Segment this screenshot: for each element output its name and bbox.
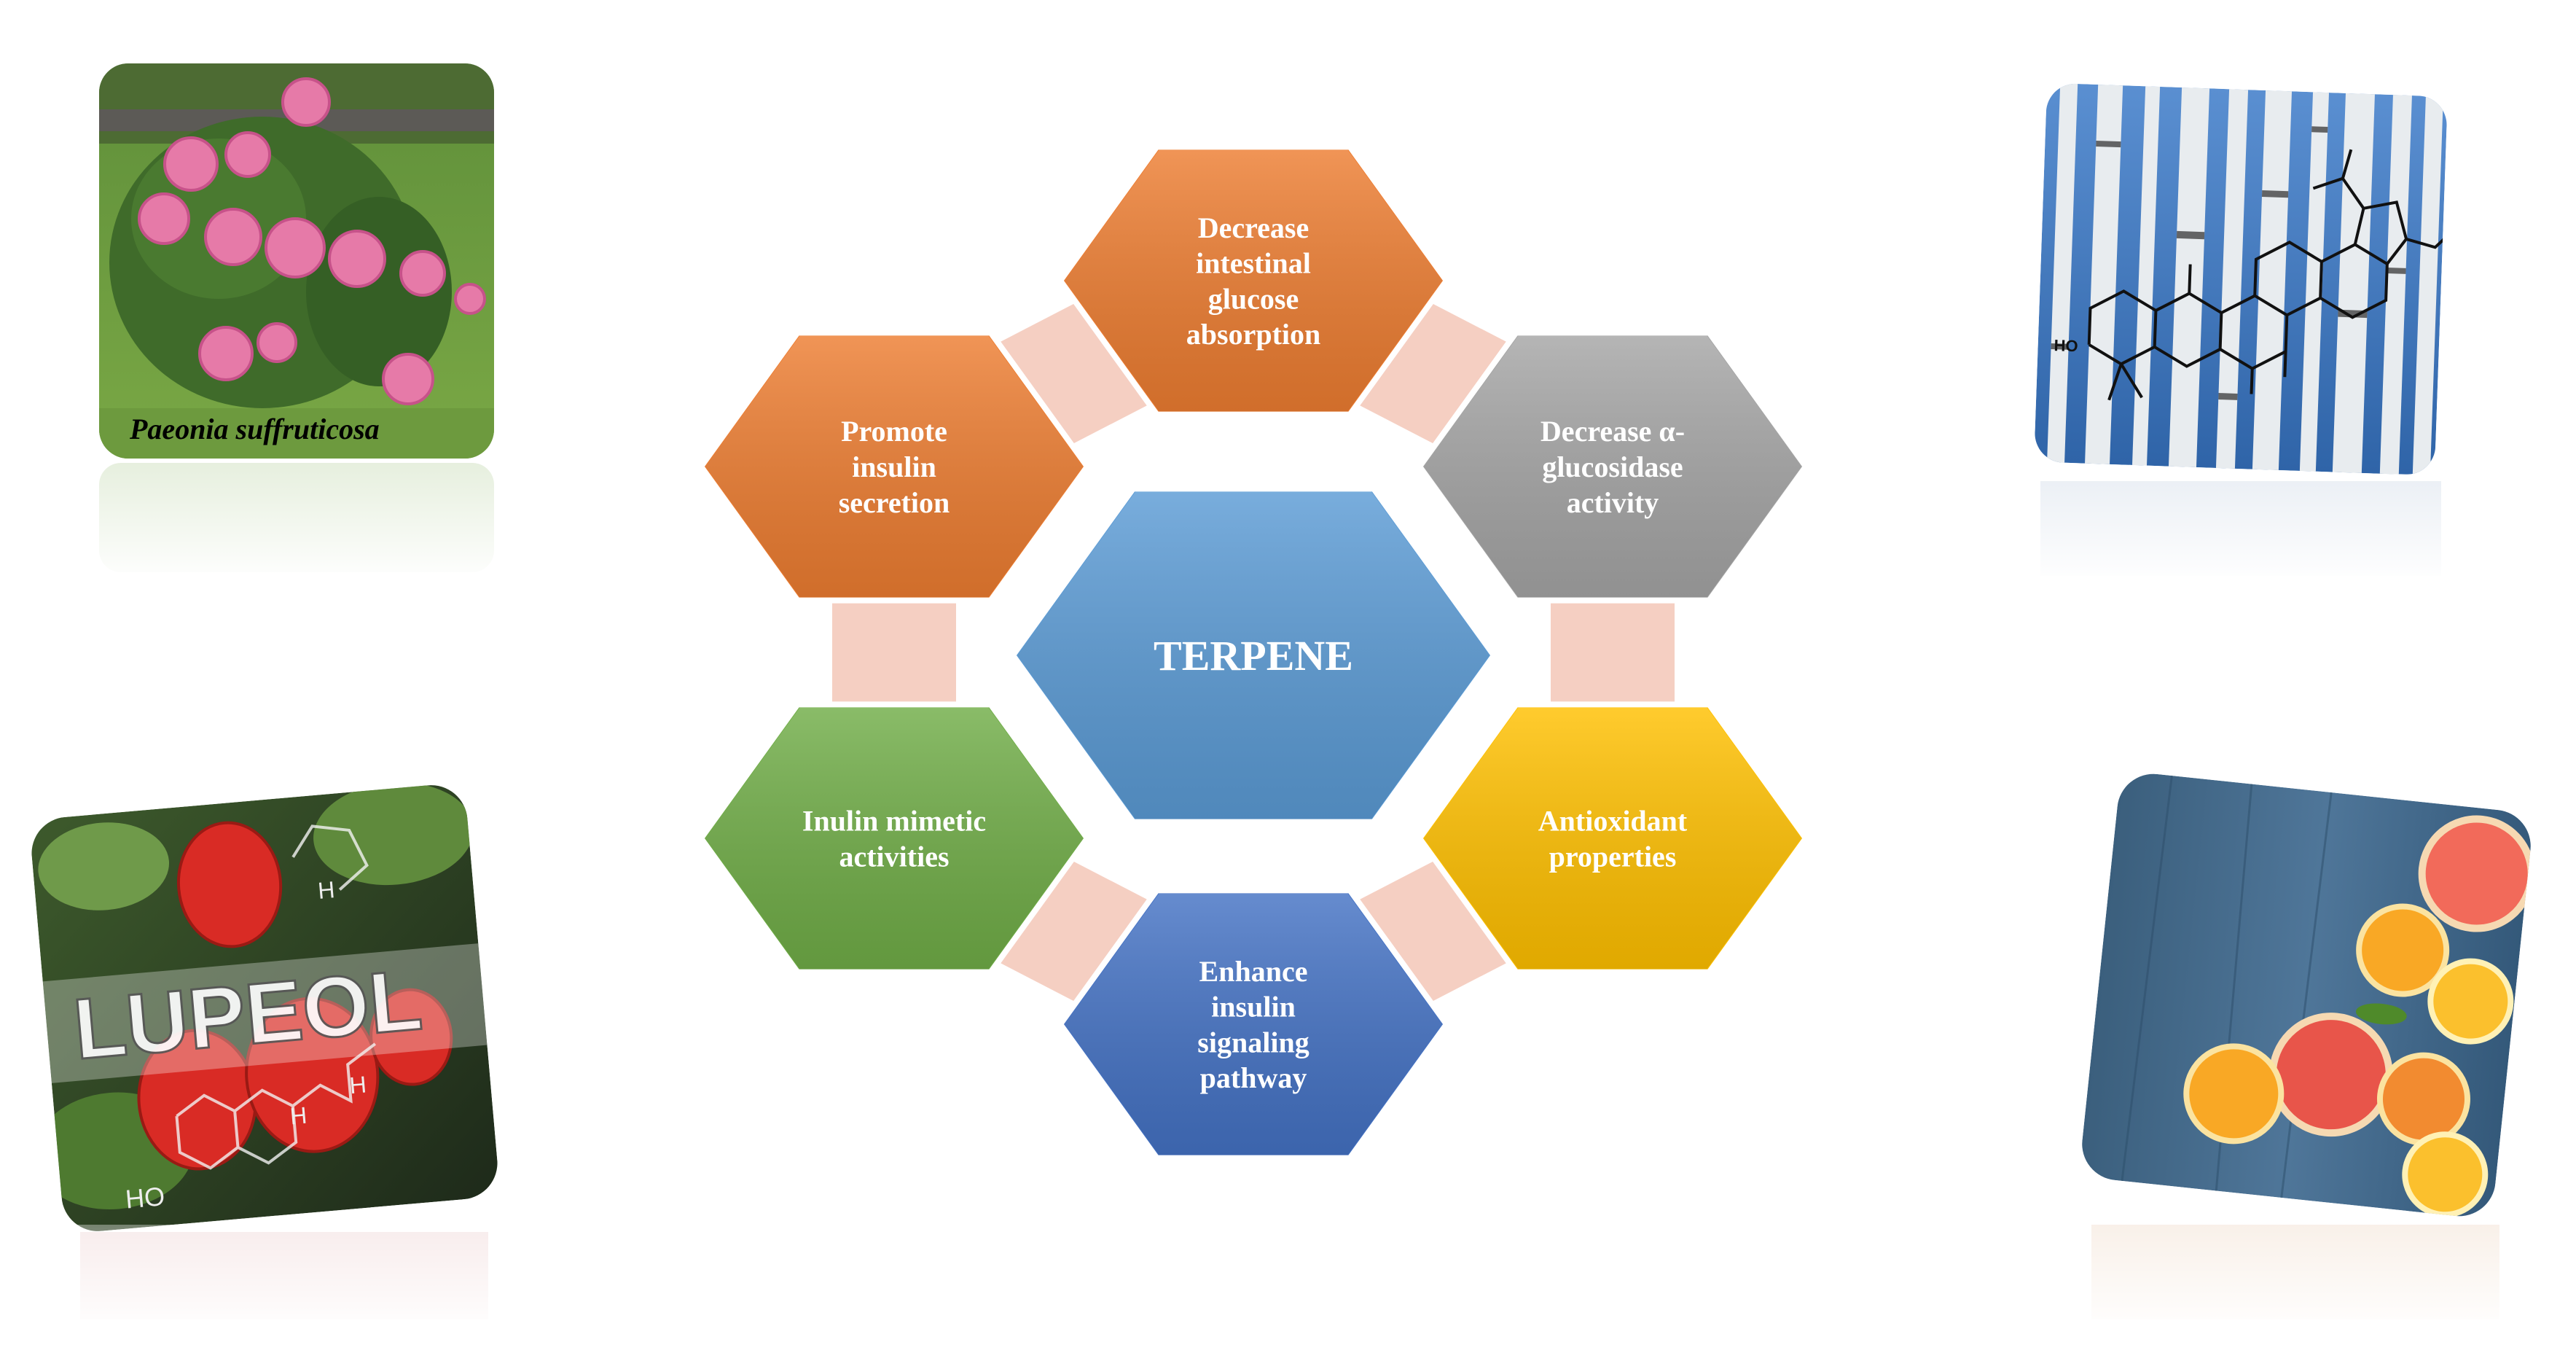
oh-label: OH (2451, 226, 2476, 245)
molecule-structure (2087, 149, 2448, 401)
hexagon-signaling-label-line: insulin (1211, 991, 1296, 1023)
hexagon-terpene-center-shading (1017, 491, 1489, 819)
hexagon-antioxidant-shading (1424, 707, 1801, 970)
hexagon-glucosidase-label-line: glucosidase (1542, 451, 1683, 483)
birch-photo: OH HO (2033, 82, 2476, 583)
ho-label: HO (2054, 336, 2078, 355)
hexagon-antioxidant-label-line: Antioxidant (1538, 805, 1688, 838)
hexagon-mimetic-label-line: activities (839, 840, 949, 873)
hexagon-glucosidase-shading (1424, 335, 1801, 598)
peony-caption: Paeonia suffruticosa (129, 413, 380, 445)
hexagon-intestinal-label-line: Decrease (1198, 211, 1309, 244)
ho-label-strawberry: HO (124, 1181, 165, 1214)
hexagon-terpene-center: TERPENE (1009, 485, 1498, 825)
hexagon-secretion-shading (705, 335, 1083, 598)
citrus-photo (2078, 770, 2534, 1334)
peony-photo: Paeonia suffruticosa (95, 63, 503, 583)
hexagon-glucosidase-label-line: activity (1567, 486, 1659, 519)
hexagon-glucosidase-label-line: Decrease α- (1540, 415, 1685, 448)
hexagon-group: DecreaseintestinalglucoseabsorptionDecre… (697, 144, 1809, 1161)
hexagon-intestinal-label-line: intestinal (1196, 247, 1311, 280)
h-label-2: H (289, 1102, 308, 1130)
hexagon-signaling-label-line: signaling (1197, 1026, 1309, 1058)
center-label: TERPENE (1154, 632, 1353, 679)
hexagon-intestinal-label-line: glucose (1208, 282, 1299, 315)
hexagon-secretion-label-line: Promote (841, 415, 947, 448)
hexagon-signaling-label-line: pathway (1200, 1061, 1307, 1094)
strawberry-photo: LUPEOL H H H HO (28, 781, 501, 1334)
h-label-3: H (348, 1071, 367, 1099)
hexagon-mimetic-shading (705, 707, 1083, 970)
hexagon-signaling-label-line: Enhance (1199, 955, 1308, 988)
h-label-1: H (317, 876, 336, 904)
hexagon-intestinal-label-line: absorption (1186, 318, 1321, 351)
hexagon-antioxidant-label-line: properties (1549, 840, 1677, 873)
hexagon-secretion-label-line: insulin (852, 451, 936, 483)
hexagon-signaling-shading (1065, 893, 1442, 1155)
hexagon-intestinal-shading (1065, 149, 1442, 412)
hexagon-secretion-label-line: secretion (839, 486, 950, 519)
hexagon-mimetic-label-line: Inulin mimetic (802, 805, 986, 838)
